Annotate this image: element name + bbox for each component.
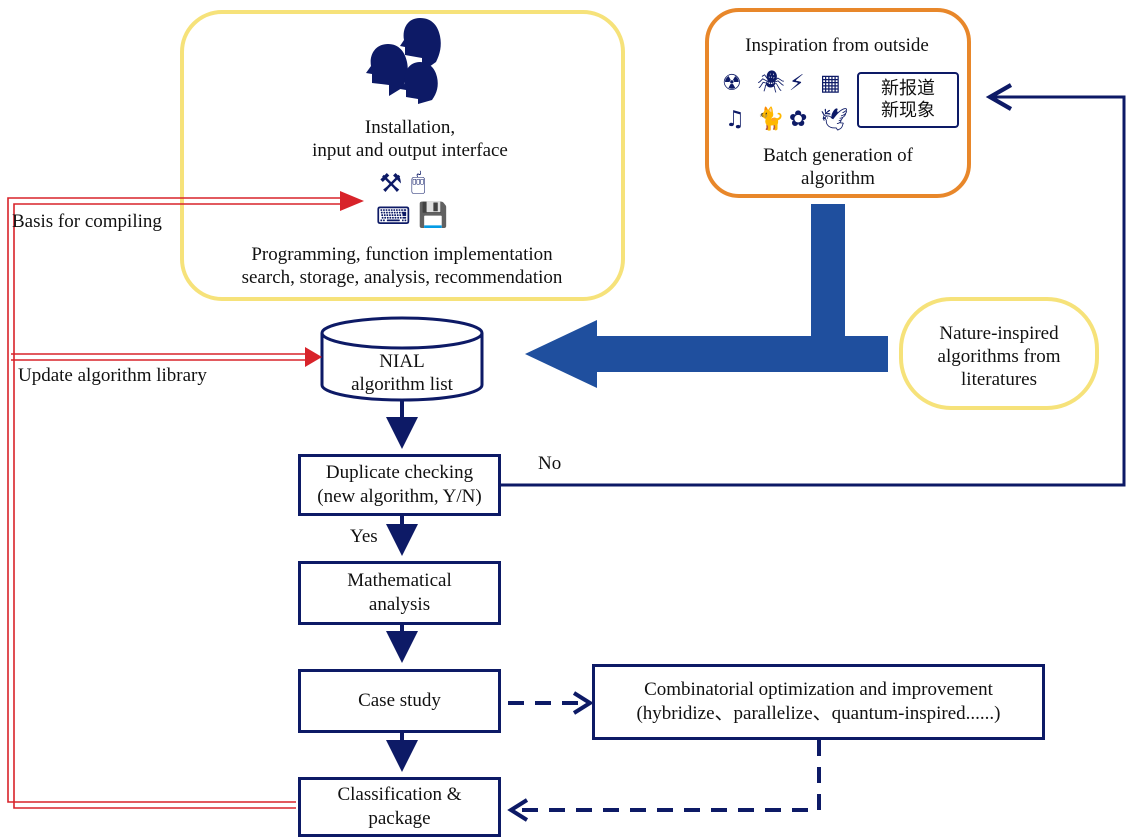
spider-icon: 🕷 bbox=[757, 70, 785, 95]
tools-icon: ⚒ bbox=[379, 169, 403, 199]
setup-panel-frame bbox=[180, 10, 625, 301]
literature-label-line3: literatures bbox=[961, 369, 1037, 390]
animal-icon: 🐈 bbox=[757, 107, 785, 132]
radiation-icon: ☢ bbox=[722, 71, 742, 96]
bird-icon: 🕊 bbox=[820, 108, 848, 133]
people-icon bbox=[366, 18, 441, 104]
literature-label-line2: algorithms from bbox=[937, 346, 1061, 367]
duplicate-checking-box: Duplicate checking (new algorithm, Y/N) bbox=[298, 454, 501, 516]
nial-label-line1: NIAL bbox=[379, 351, 425, 372]
music-note-icon: ♫ bbox=[725, 107, 745, 132]
red-arrowhead-update bbox=[305, 347, 322, 367]
yes-label: Yes bbox=[350, 526, 378, 547]
math-label-line1: Mathematical bbox=[347, 570, 452, 591]
duplicate-label-line2: (new algorithm, Y/N) bbox=[317, 486, 482, 507]
update-library-label: Update algorithm library bbox=[18, 365, 207, 386]
keyboard-icon: ⌨ bbox=[376, 202, 411, 230]
red-arrowhead-compile bbox=[340, 191, 364, 211]
thick-feed-arrow bbox=[525, 204, 888, 388]
red-feedback-path bbox=[7, 197, 340, 809]
news-scroll: 新报道 新现象 bbox=[857, 72, 959, 128]
classify-label-line2: package bbox=[368, 808, 431, 829]
literature-panel-frame bbox=[899, 297, 1099, 410]
arrow-no-to-inspiration bbox=[500, 83, 1126, 487]
literature-label-line1: Nature-inspired bbox=[939, 323, 1059, 344]
news-scroll-line1: 新报道 bbox=[881, 78, 935, 99]
install-label-line1: Installation, bbox=[364, 117, 456, 138]
dashed-arrow-combo-to-classify-head bbox=[507, 798, 529, 822]
combo-label-line1: Combinatorial optimization and improveme… bbox=[644, 679, 993, 700]
nial-label-line2: algorithm list bbox=[351, 374, 453, 395]
inspiration-title: Inspiration from outside bbox=[745, 35, 929, 56]
classify-label-line1: Classification & bbox=[337, 784, 462, 805]
install-label-line2: input and output interface bbox=[312, 140, 508, 161]
combinatorial-optimization-box: Combinatorial optimization and improveme… bbox=[592, 664, 1045, 740]
news-scroll-line2: 新现象 bbox=[881, 100, 935, 121]
programming-label-line1: Programming, function implementation bbox=[251, 244, 553, 265]
inspiration-panel-frame bbox=[705, 8, 971, 198]
flower-icon: ✿ bbox=[789, 107, 808, 132]
no-label: No bbox=[538, 453, 562, 474]
nial-cylinder bbox=[320, 316, 484, 402]
programming-label-line2: search, storage, analysis, recommendatio… bbox=[241, 267, 563, 288]
duplicate-label-line1: Duplicate checking bbox=[325, 462, 474, 483]
classification-box: Classification & package bbox=[298, 777, 501, 837]
case-label: Case study bbox=[358, 690, 441, 711]
grid-icon: ▦ bbox=[820, 71, 841, 96]
batch-label-line2: algorithm bbox=[801, 168, 875, 189]
case-study-box: Case study bbox=[298, 669, 501, 733]
mathematical-analysis-box: Mathematical analysis bbox=[298, 561, 501, 625]
combo-label-line2: (hybridize、parallelize、quantum-inspired.… bbox=[636, 703, 1001, 724]
math-label-line2: analysis bbox=[368, 594, 431, 615]
dashed-arrow-case-to-combo-head bbox=[572, 691, 594, 715]
floppy-disk-icon: 💾 bbox=[418, 201, 448, 229]
batch-label-line1: Batch generation of bbox=[763, 145, 913, 166]
lightning-icon: ⚡ bbox=[789, 71, 805, 96]
basis-for-compiling-label: Basis for compiling bbox=[12, 211, 162, 232]
mouse-icon: 🖱 bbox=[411, 168, 426, 196]
dashed-arrow-combo-to-classify bbox=[520, 740, 821, 812]
